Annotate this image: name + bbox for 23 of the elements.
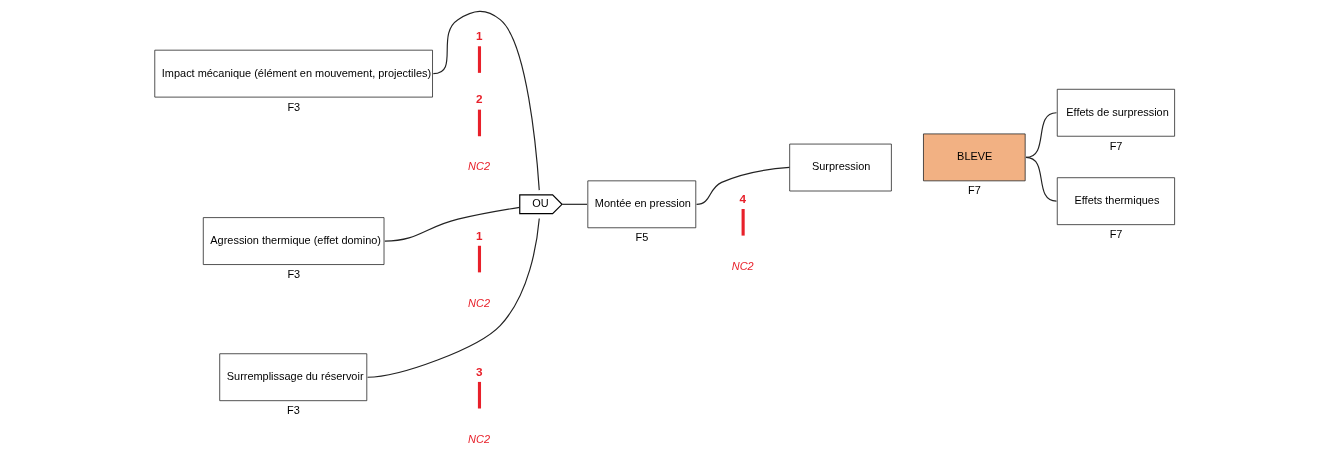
label: 3 bbox=[475, 364, 483, 378]
label: NC2 bbox=[731, 259, 754, 272]
connector bbox=[1025, 112, 1058, 158]
node-label: F3 bbox=[287, 268, 301, 281]
label: 1 bbox=[475, 228, 483, 242]
label: NC2 bbox=[468, 432, 491, 445]
connector bbox=[432, 10, 540, 191]
node-label: F3 bbox=[287, 404, 300, 417]
connector bbox=[1025, 156, 1058, 202]
node-label: F5 bbox=[635, 231, 649, 244]
label: NC2 bbox=[468, 160, 491, 173]
connector bbox=[561, 203, 588, 205]
node-label: F7 bbox=[1109, 139, 1123, 152]
connector bbox=[696, 166, 790, 205]
label: 1 bbox=[475, 29, 483, 43]
label: 4 bbox=[739, 191, 747, 205]
node-label: F7 bbox=[1109, 228, 1123, 241]
connector bbox=[367, 217, 540, 378]
label: 2 bbox=[475, 92, 483, 106]
node-label: F7 bbox=[968, 184, 981, 197]
connector bbox=[384, 206, 521, 242]
label: NC2 bbox=[468, 296, 491, 309]
node-label: F3 bbox=[287, 100, 301, 113]
